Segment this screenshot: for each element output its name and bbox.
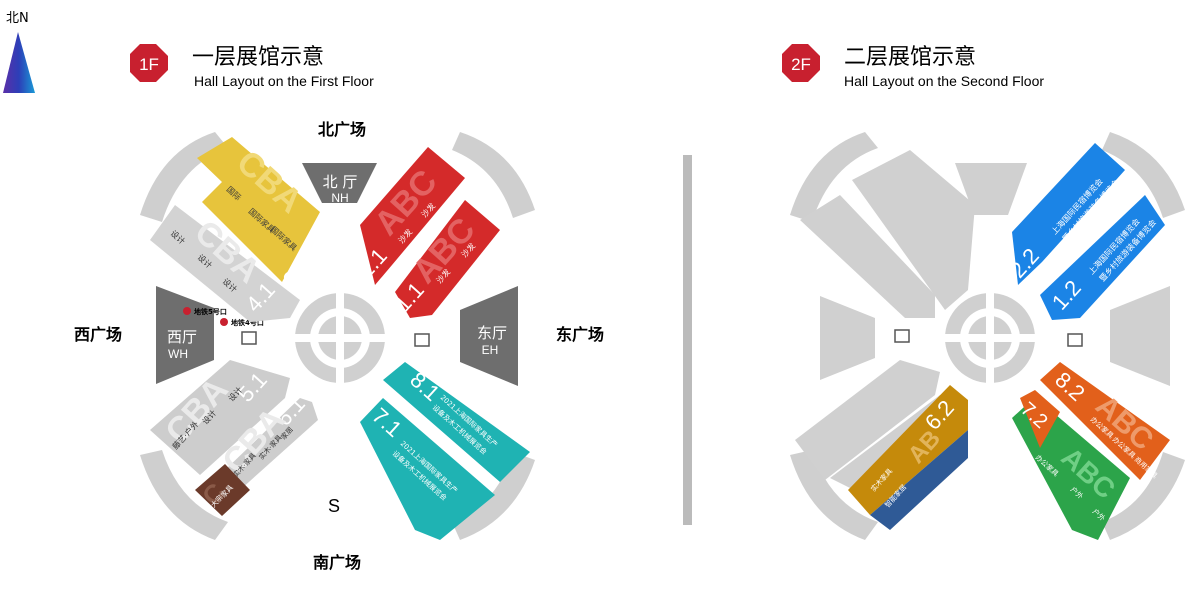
block-5-1 [150,360,290,475]
plaza-east: 东广场 [556,325,604,344]
block-6-2 [848,385,968,515]
floor1-title-en: Hall Layout on the First Floor [194,73,374,89]
floor2-title-zh: 二层展馆示意 [844,45,976,70]
block-7-1 [360,398,495,540]
f2-corner-arc-se [1102,452,1185,540]
f2-nw-block-a [852,150,975,310]
north-hall [302,163,377,203]
metro-exit4-icon [220,318,228,326]
metro-exit5: 地铁5号口 [194,307,227,316]
f2-west-entrance-icon [894,329,910,343]
f2-sw-block-a [795,360,940,480]
floor1-header: 1F 一层展馆示意 Hall Layout on the First Floor [130,44,374,89]
west-hall-en: WH [168,347,188,361]
floor1-badge: 1F [139,55,159,74]
east-hall-en: EH [482,343,499,357]
floor2-map: 2.2 上海国际民宿博览会 暨乡村旅游装备博览会 1.2 上海国际民宿博览会 暨… [790,132,1185,540]
block-4-1 [150,205,300,322]
f2-roundabout-cut-h [944,334,1036,342]
corner-arc-ne [452,132,535,218]
west-entrance-icon [241,331,257,345]
f2-north-funnel [955,163,1027,215]
block-7-2-orange [1020,390,1060,448]
metro-exit5-icon [183,307,191,315]
roundabout-cut-h [294,334,386,342]
floor1-title-zh: 一层展馆示意 [192,45,324,70]
floor2-title-en: Hall Layout on the Second Floor [844,73,1044,89]
f2-east-wedge [1110,286,1170,386]
f2-corner-arc-ne [1102,132,1185,218]
metro-exit4: 地铁4号口 [231,318,264,327]
block-2-2 [1012,143,1125,285]
floor2-badge-icon [782,44,820,82]
block-8-2 [1040,362,1170,480]
f2-east-entrance-icon [1067,333,1083,347]
north-hall-zh: 北 厅 [323,173,358,191]
block-6-1 [225,398,318,490]
f2-corner-arc-sw [790,450,878,540]
west-hall [156,286,214,384]
block-1-1 [395,200,500,318]
corner-arc-sw [140,450,228,540]
f2-nw-block-b [800,195,935,318]
floor2-header: 2F 二层展馆示意 Hall Layout on the Second Floo… [782,44,1044,89]
north-hall-en: NH [331,191,348,205]
block-2-1 [360,147,465,285]
north-arrow-icon [3,32,35,93]
floor2-badge: 2F [791,55,811,74]
west-hall-zh: 西厅 [167,328,197,346]
south-marker: S [328,496,340,516]
block-3-1 [197,137,320,282]
east-hall [460,286,518,386]
east-entrance-icon [414,333,430,347]
compass: 北N [3,11,35,93]
east-hall-zh: 东厅 [477,324,507,342]
floor-divider [683,155,692,525]
f2-west-wedge [820,296,875,380]
block-6-2-b [870,430,968,530]
plaza-south: 南广场 [313,553,361,572]
plaza-west: 西广场 [74,325,122,344]
block-8-1 [383,362,530,482]
floor1-badge-icon [130,44,168,82]
f2-corner-arc-nw [790,132,878,222]
floor1-map: 北 厅 NH 西厅 WH 东厅 EH 地铁5号口 地铁4号口 3.1 CBA 国… [74,120,604,572]
block-5-1-c [195,464,250,516]
compass-label: 北N [6,11,29,26]
plaza-north: 北广场 [318,120,366,139]
block-1-2 [1040,195,1165,320]
